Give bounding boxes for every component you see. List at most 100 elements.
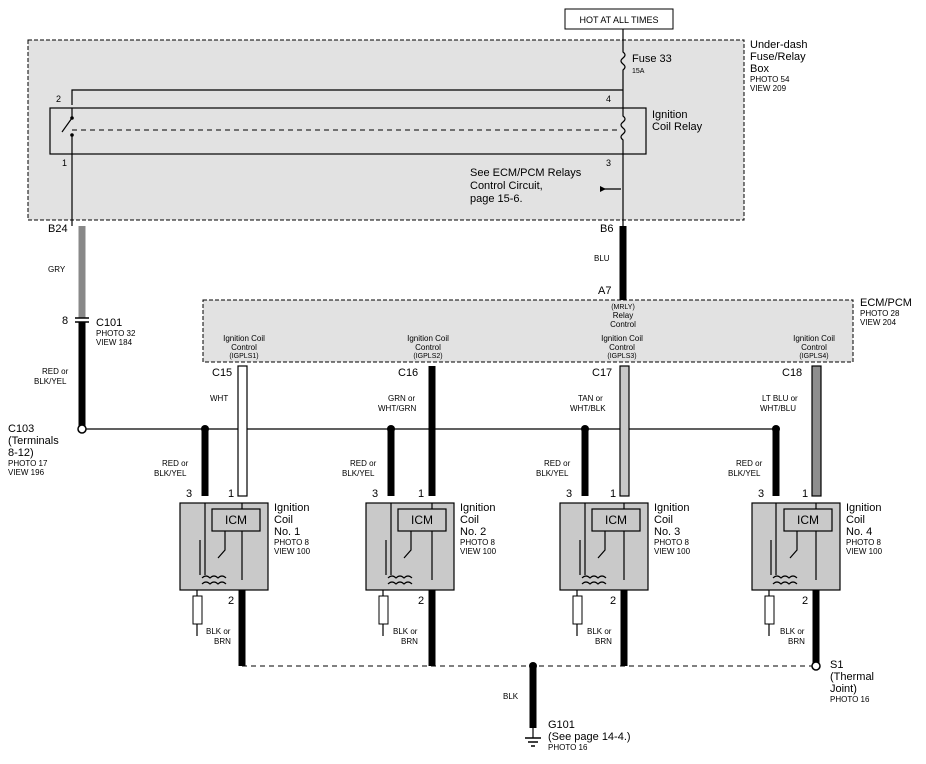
coil-4-blk-label-2: BRN [788, 637, 805, 646]
coil-2-name-2: Coil [460, 514, 479, 526]
coil-1-number: No. 1 [274, 526, 300, 538]
coil-1-pin-3: 3 [186, 488, 192, 500]
coil-3-name-2: Coil [654, 514, 673, 526]
ignition-coil-4: RED or BLK/YEL 3 1 ICM 2 BLK or BRN Igni… [728, 425, 883, 666]
wire-tan-label-1: TAN or [578, 394, 603, 403]
see-ecm-relays-2: Control Circuit, [470, 180, 543, 192]
coil-2-photo: PHOTO 8 [460, 538, 496, 547]
coil-1-spark-plug [192, 595, 203, 625]
coil-2-blk-label-1: BLK or [393, 627, 418, 636]
coil-2-pin-1: 1 [418, 488, 424, 500]
wire-ltblu-wht-blu [811, 365, 822, 497]
fusebox-title-1: Under-dash [750, 39, 807, 51]
coil-2-spark-plug [378, 595, 389, 625]
coil-4-pin-1: 1 [802, 488, 808, 500]
wire-ltblu-label-2: WHT/BLU [760, 404, 796, 413]
coil-4-name-1: Ignition [846, 502, 881, 514]
ctrl-4-label: Ignition Coil [793, 334, 835, 343]
coil-1-photo: PHOTO 8 [274, 538, 310, 547]
ignition-coil-1: RED or BLK/YEL 3 1 ICM 2 BLK or BRN Igni… [154, 425, 311, 666]
ecm-photo: PHOTO 28 [860, 309, 900, 318]
ignition-coil-2: RED or BLK/YEL 3 1 ICM 2 BLK or BRN Igni… [342, 425, 497, 666]
ctrl-2-control: Control [415, 343, 441, 352]
coil-4-name-2: Coil [846, 514, 865, 526]
fusebox-photo: PHOTO 54 [750, 75, 790, 84]
coil-1-view: VIEW 100 [274, 547, 311, 556]
coil-3-spark-plug [572, 595, 583, 625]
coil-1-pin-2: 2 [228, 595, 234, 607]
wire-red-label-1: RED or [42, 367, 69, 376]
connector-c18: C18 [782, 367, 802, 379]
coil-4-number: No. 4 [846, 526, 872, 538]
mrly-label-3: Control [610, 320, 636, 329]
coil-1-red-label-1: RED or [162, 459, 189, 468]
wire-blk-label: BLK [503, 692, 519, 701]
wire-blu-label: BLU [594, 254, 610, 263]
connector-c16: C16 [398, 367, 418, 379]
fusebox-title-3: Box [750, 63, 769, 75]
ctrl-3-igpls: (IGPLS3) [607, 353, 636, 360]
c103-label: C103 [8, 423, 34, 435]
mrly-label-1: (MRLY) [611, 304, 635, 311]
c101-pin: 8 [62, 315, 68, 327]
fuse-33-rating: 15A [632, 68, 645, 75]
ctrl-2-label: Ignition Coil [407, 334, 449, 343]
c103-label-3: 8-12) [8, 447, 34, 459]
fusebox-view: VIEW 209 [750, 84, 787, 93]
coil-1-name-2: Coil [274, 514, 293, 526]
g101-photo: PHOTO 16 [548, 743, 588, 752]
terminal-b6: B6 [600, 223, 613, 235]
terminal-b24: B24 [48, 223, 68, 235]
coil-3-view: VIEW 100 [654, 547, 691, 556]
c103-view: VIEW 196 [8, 468, 45, 477]
relay-pin-1: 1 [62, 158, 67, 168]
relay-coil [620, 108, 626, 154]
coil-2-red-label-2: BLK/YEL [342, 469, 375, 478]
hot-at-all-times-box [564, 8, 674, 30]
c103-photo: PHOTO 17 [8, 459, 48, 468]
connector-c15: C15 [212, 367, 232, 379]
ecm-view: VIEW 204 [860, 318, 897, 327]
fusebox-title-2: Fuse/Relay [750, 51, 806, 63]
c101-label: C101 [96, 317, 122, 329]
coil-4-red-label-1: RED or [736, 459, 763, 468]
coil-3-pin-1: 1 [610, 488, 616, 500]
ctrl-1-igpls: (IGPLS1) [229, 353, 258, 360]
s1-label: S1 [830, 659, 843, 671]
c101-photo: PHOTO 32 [96, 329, 136, 338]
wire-red-label-2: BLK/YEL [34, 377, 67, 386]
coil-3-pin-2: 2 [610, 595, 616, 607]
wire-gry-label: GRY [48, 265, 66, 274]
coil-4-blk-label-1: BLK or [780, 627, 805, 636]
c101-view: VIEW 184 [96, 338, 133, 347]
ecm-pcm-box [202, 299, 854, 363]
relay-label-2: Coil Relay [652, 121, 703, 133]
see-ecm-relays-3: page 15-6. [470, 193, 523, 205]
coil-3-blk-label-2: BRN [595, 637, 612, 646]
coil-4-view: VIEW 100 [846, 547, 883, 556]
relay-pin-2: 2 [56, 94, 61, 104]
ctrl-3-label: Ignition Coil [601, 334, 643, 343]
s1-junction [811, 661, 821, 671]
coil-2-icm: ICM [411, 513, 433, 527]
coil-4-photo: PHOTO 8 [846, 538, 882, 547]
coil-2-red-label-1: RED or [350, 459, 377, 468]
relay-pin-4: 4 [606, 94, 611, 104]
coil-1-name-1: Ignition [274, 502, 309, 514]
coil-2-number: No. 2 [460, 526, 486, 538]
coil-3-red-label-2: BLK/YEL [536, 469, 569, 478]
coil-4-spark-plug [764, 595, 775, 625]
coil-4-icm: ICM [797, 513, 819, 527]
coil-3-pin-3: 3 [566, 488, 572, 500]
c103-junction [77, 424, 87, 434]
coil-1-pin-1: 1 [228, 488, 234, 500]
connector-c17: C17 [592, 367, 612, 379]
coil-2-pin-2: 2 [418, 595, 424, 607]
coil-2-pin-3: 3 [372, 488, 378, 500]
wire-ltblu-label-1: LT BLU or [762, 394, 798, 403]
coil-3-red-label-1: RED or [544, 459, 571, 468]
wire-wht-label: WHT [210, 394, 228, 403]
coil-3-photo: PHOTO 8 [654, 538, 690, 547]
coil-3-blk-label-1: BLK or [587, 627, 612, 636]
